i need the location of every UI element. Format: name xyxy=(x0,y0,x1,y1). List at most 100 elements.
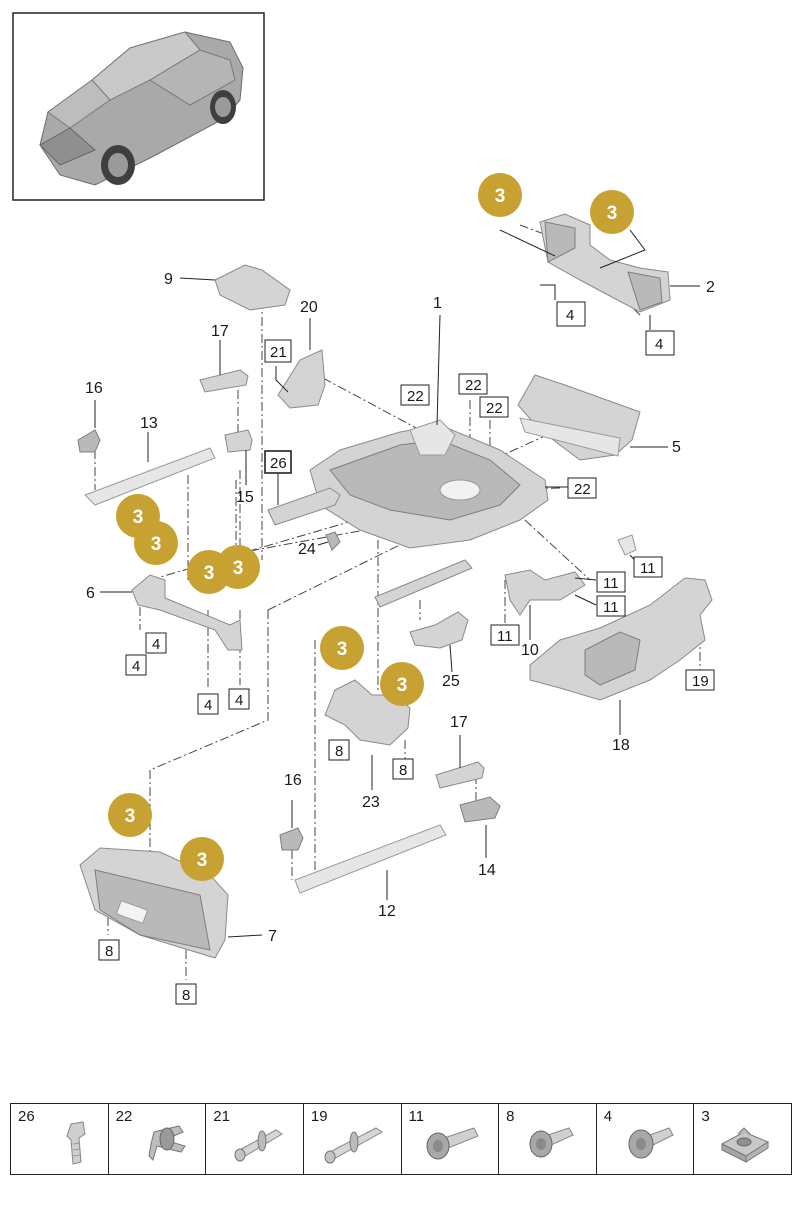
legend-cell-19[interactable]: 19 xyxy=(304,1104,402,1174)
svg-text:4: 4 xyxy=(152,636,160,653)
legend-cell-3[interactable]: 3 xyxy=(694,1104,791,1174)
svg-text:3: 3 xyxy=(133,507,144,528)
boxed-4-bracket-d: 4 xyxy=(228,688,250,710)
badge-3-left-b: 3 xyxy=(134,521,178,565)
callout-14: 14 xyxy=(478,862,496,879)
svg-text:11: 11 xyxy=(497,628,513,645)
nut-clip-icon xyxy=(721,1127,770,1163)
badge-3-lower-a: 3 xyxy=(108,793,152,837)
bolt-icon xyxy=(66,1121,86,1165)
svg-text:11: 11 xyxy=(640,560,656,577)
boxed-8-23-right: 8 xyxy=(392,758,414,780)
callout-16-lower: 16 xyxy=(284,772,302,789)
svg-text:22: 22 xyxy=(465,377,482,394)
svg-text:8: 8 xyxy=(335,743,343,760)
callout-13: 13 xyxy=(140,415,158,432)
callout-23: 23 xyxy=(362,794,380,811)
legend-number: 19 xyxy=(310,1108,328,1125)
clip-icon xyxy=(148,1125,186,1161)
part-14-clip xyxy=(459,796,501,823)
svg-text:4: 4 xyxy=(235,692,243,709)
leader-lines xyxy=(94,229,700,938)
svg-text:4: 4 xyxy=(204,697,212,714)
boxed-4-bracket-c: 4 xyxy=(197,693,219,715)
part-9-plate xyxy=(214,264,291,311)
svg-text:4: 4 xyxy=(132,658,140,675)
legend-number: 8 xyxy=(506,1108,515,1125)
boxed-4-top-right: 4 xyxy=(645,330,675,356)
legend-cell-22[interactable]: 22 xyxy=(109,1104,207,1174)
boxed-callouts: 4 4 4 4 4 4 8 8 8 8 11 11 11 11 19 21 22… xyxy=(98,301,715,1005)
flange-bolt-icon xyxy=(529,1127,574,1158)
callout-12: 12 xyxy=(378,903,396,920)
legend-number: 22 xyxy=(115,1108,133,1125)
boxed-19: 19 xyxy=(685,669,715,691)
callout-1: 1 xyxy=(433,295,442,312)
badge-3-top-right: 3 xyxy=(590,190,634,234)
callout-16-upper: 16 xyxy=(85,380,103,397)
callout-25: 25 xyxy=(442,673,460,690)
legend-number: 11 xyxy=(408,1108,425,1125)
svg-text:22: 22 xyxy=(486,400,503,417)
flange-bolt-icon xyxy=(628,1127,674,1159)
boxed-4-top-left: 4 xyxy=(556,301,586,327)
svg-text:8: 8 xyxy=(182,987,190,1004)
boxed-8-housing-left: 8 xyxy=(98,939,120,961)
callout-17-lower: 17 xyxy=(450,714,468,731)
boxed-11-a: 11 xyxy=(633,556,663,578)
badge-3-mid-b: 3 xyxy=(216,545,260,589)
callout-18: 18 xyxy=(612,737,630,754)
callout-24: 24 xyxy=(298,541,316,558)
boxed-21: 21 xyxy=(264,339,292,363)
part-16-cap xyxy=(77,429,101,453)
callout-9: 9 xyxy=(164,271,173,288)
callout-6: 6 xyxy=(86,585,95,602)
part-2-bracket-assembly xyxy=(539,213,671,313)
part-18-side-cover xyxy=(529,577,713,701)
boxed-22-b: 22 xyxy=(458,373,488,395)
boxed-11-b: 11 xyxy=(596,571,626,593)
part-24-screw xyxy=(325,531,341,551)
legend-cell-11[interactable]: 11 xyxy=(402,1104,500,1174)
part-12-rail-cover xyxy=(294,824,447,894)
callout-15: 15 xyxy=(236,489,254,506)
svg-text:3: 3 xyxy=(151,534,162,555)
part-rail-left xyxy=(267,487,341,526)
badge-3-center-b: 3 xyxy=(380,662,424,706)
badges: 3 3 3 3 3 3 3 3 3 3 xyxy=(108,173,634,881)
callout-17-upper: 17 xyxy=(211,323,229,340)
suv-image xyxy=(39,31,244,186)
part-10-bracket xyxy=(504,569,586,616)
callout-10: 10 xyxy=(521,642,539,659)
boxed-22-a: 22 xyxy=(400,384,430,406)
svg-text:3: 3 xyxy=(397,675,408,696)
boxed-11-c: 11 xyxy=(596,595,626,617)
part-6-bracket xyxy=(131,574,243,651)
svg-text:3: 3 xyxy=(233,558,244,579)
fastener-legend: 26 22 21 19 11 xyxy=(10,1103,792,1175)
legend-number: 4 xyxy=(603,1108,613,1125)
vehicle-thumbnail xyxy=(12,12,265,201)
part-16-cap-lower xyxy=(279,827,304,851)
legend-cell-21[interactable]: 21 xyxy=(206,1104,304,1174)
legend-cell-8[interactable]: 8 xyxy=(499,1104,597,1174)
badge-3-top-left: 3 xyxy=(478,173,522,217)
boxed-11-d: 11 xyxy=(490,624,520,646)
flange-bolt-icon xyxy=(426,1127,479,1160)
svg-text:22: 22 xyxy=(407,388,424,405)
svg-text:3: 3 xyxy=(495,186,506,207)
svg-text:22: 22 xyxy=(574,481,591,498)
boxed-26: 26 xyxy=(264,450,292,474)
legend-cell-26[interactable]: 26 xyxy=(11,1104,109,1174)
callout-2: 2 xyxy=(706,279,715,296)
svg-text:21: 21 xyxy=(270,344,287,361)
boxed-8-23-left: 8 xyxy=(328,739,350,761)
svg-text:3: 3 xyxy=(337,639,348,660)
legend-number: 26 xyxy=(18,1108,35,1125)
svg-text:11: 11 xyxy=(603,575,619,592)
legend-number: 3 xyxy=(701,1108,710,1125)
legend-cell-4[interactable]: 4 xyxy=(597,1104,695,1174)
badge-3-lower-b: 3 xyxy=(180,837,224,881)
svg-text:11: 11 xyxy=(603,599,619,616)
